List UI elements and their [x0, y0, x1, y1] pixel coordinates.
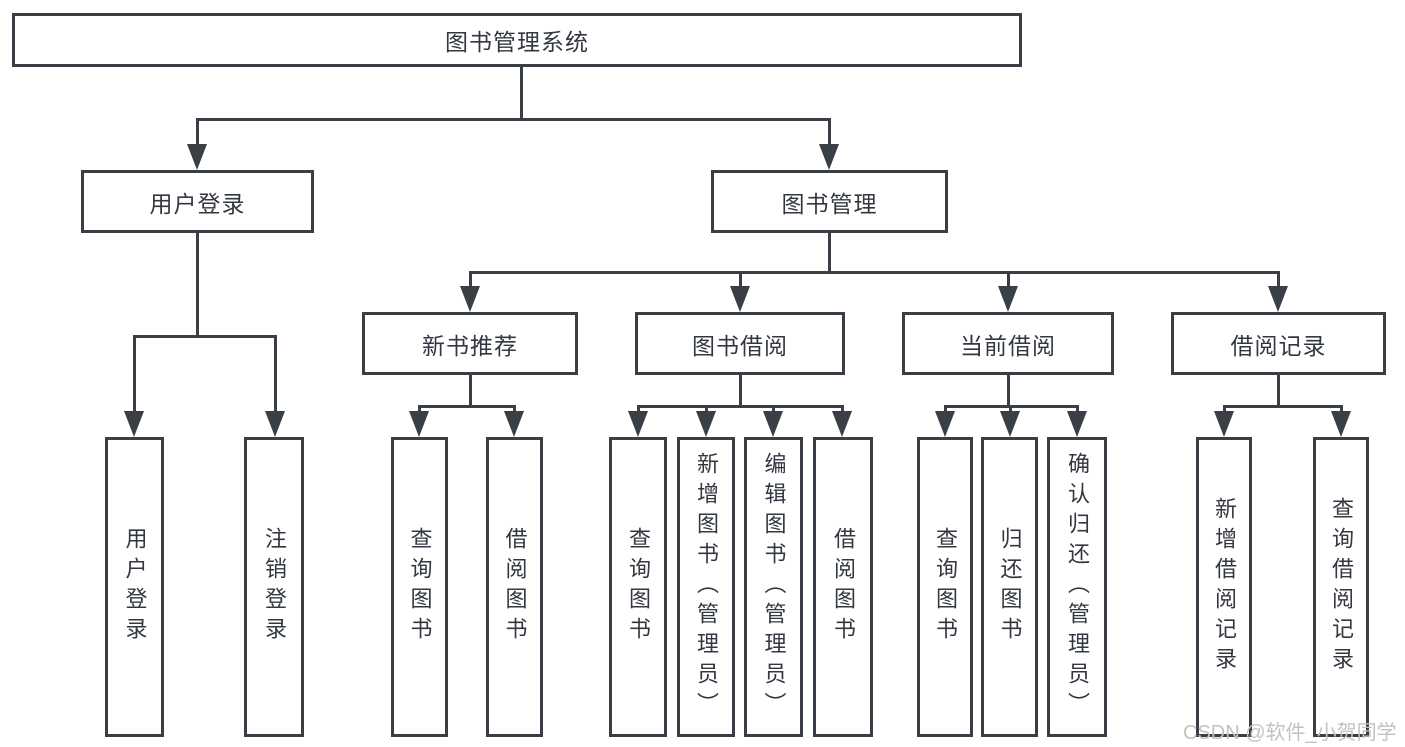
arrow-down-icon: [696, 411, 716, 437]
leaf-borrow-books: 借阅图书: [813, 437, 873, 737]
node-library-management-system: 图书管理系统: [12, 13, 1022, 67]
connector-line: [637, 405, 640, 413]
leaf-query-borrow-record: 查询借阅记录: [1313, 437, 1369, 737]
arrow-down-icon: [265, 411, 285, 437]
leaf-query-books-current: 查询图书: [917, 437, 973, 737]
node-label: 用户登录: [122, 527, 148, 647]
connector-line: [1007, 374, 1010, 406]
node-label: 新增图书（管理员）: [694, 452, 719, 722]
leaf-edit-books-admin: 编辑图书（管理员）: [744, 437, 803, 737]
connector-line: [418, 405, 421, 413]
connector-line: [828, 118, 831, 146]
connector-line: [133, 335, 277, 338]
connector-line: [1223, 405, 1343, 408]
node-label: 新书推荐: [422, 332, 518, 359]
connector-line: [944, 405, 947, 413]
node-label: 借阅记录: [1230, 332, 1327, 359]
leaf-return-books: 归还图书: [981, 437, 1038, 737]
arrow-down-icon: [998, 286, 1018, 312]
arrow-down-icon: [819, 144, 839, 170]
node-user-login: 用户登录: [81, 170, 314, 233]
connector-line: [196, 233, 199, 337]
connector-line: [469, 271, 472, 288]
node-label: 注销登录: [262, 527, 287, 647]
arrow-down-icon: [409, 411, 429, 437]
connector-line: [418, 405, 516, 408]
connector-line: [739, 375, 742, 406]
leaf-query-books-borrowing: 查询图书: [609, 437, 667, 737]
node-label: 图书借阅: [692, 332, 788, 359]
node-label: 用户登录: [149, 190, 246, 217]
node-new-book-recommendation: 新书推荐: [362, 312, 578, 375]
connector-line: [196, 118, 831, 121]
node-label: 归还图书: [997, 527, 1023, 647]
connector-line: [705, 405, 708, 413]
connector-line: [1277, 375, 1280, 406]
connector-line: [1009, 405, 1012, 413]
arrow-down-icon: [124, 411, 144, 437]
node-label: 图书管理: [781, 190, 878, 217]
connector-line: [1223, 405, 1226, 413]
connector-line: [739, 271, 742, 288]
node-label: 查询图书: [933, 527, 958, 647]
node-label: 借阅图书: [502, 527, 528, 647]
arrow-down-icon: [832, 411, 852, 437]
leaf-confirm-return-admin: 确认归还（管理员）: [1047, 437, 1107, 737]
node-label: 当前借阅: [960, 332, 1056, 359]
node-label: 图书管理系统: [445, 29, 589, 55]
arrow-down-icon: [1268, 286, 1288, 312]
arrow-down-icon: [1000, 411, 1020, 437]
arrow-down-icon: [504, 411, 524, 437]
connector-line: [274, 335, 277, 412]
arrow-down-icon: [1067, 411, 1087, 437]
connector-line: [513, 405, 516, 413]
watermark-text: CSDN @软件_小贺同学: [1183, 722, 1397, 744]
node-label: 编辑图书（管理员）: [761, 452, 787, 722]
node-book-borrowing: 图书借阅: [635, 312, 845, 375]
arrow-down-icon: [1214, 411, 1234, 437]
leaf-logout: 注销登录: [244, 437, 304, 737]
connector-line: [1007, 271, 1010, 288]
arrow-down-icon: [730, 286, 750, 312]
connector-line: [1076, 405, 1079, 413]
leaf-add-books-admin: 新增图书（管理员）: [677, 437, 735, 737]
connector-line: [772, 405, 775, 413]
connector-line: [1340, 405, 1343, 413]
connector-line: [828, 233, 831, 273]
arrow-down-icon: [460, 286, 480, 312]
arrow-down-icon: [763, 411, 783, 437]
node-label: 确认归还（管理员）: [1065, 452, 1090, 722]
connector-line: [133, 335, 136, 412]
connector-line: [196, 118, 199, 146]
node-label: 借阅图书: [831, 527, 856, 647]
node-book-management: 图书管理: [711, 170, 948, 233]
node-label: 查询图书: [407, 527, 433, 647]
node-label: 查询借阅记录: [1329, 497, 1354, 677]
arrow-down-icon: [1331, 411, 1351, 437]
leaf-user-login: 用户登录: [105, 437, 164, 737]
leaf-query-books-recommend: 查询图书: [391, 437, 448, 737]
arrow-down-icon: [628, 411, 648, 437]
connector-line: [469, 375, 472, 406]
node-current-borrowing: 当前借阅: [902, 312, 1114, 375]
connector-line: [841, 405, 844, 413]
node-borrowing-records: 借阅记录: [1171, 312, 1386, 375]
leaf-borrow-books-recommend: 借阅图书: [486, 437, 543, 737]
connector-line: [637, 405, 844, 408]
leaf-add-borrow-record: 新增借阅记录: [1196, 437, 1252, 737]
node-label: 新增借阅记录: [1212, 497, 1237, 677]
connector-line: [1277, 271, 1280, 288]
node-label: 查询图书: [626, 527, 651, 647]
connector-line: [469, 271, 1280, 274]
connector-line: [520, 66, 523, 119]
arrow-down-icon: [187, 144, 207, 170]
arrow-down-icon: [935, 411, 955, 437]
